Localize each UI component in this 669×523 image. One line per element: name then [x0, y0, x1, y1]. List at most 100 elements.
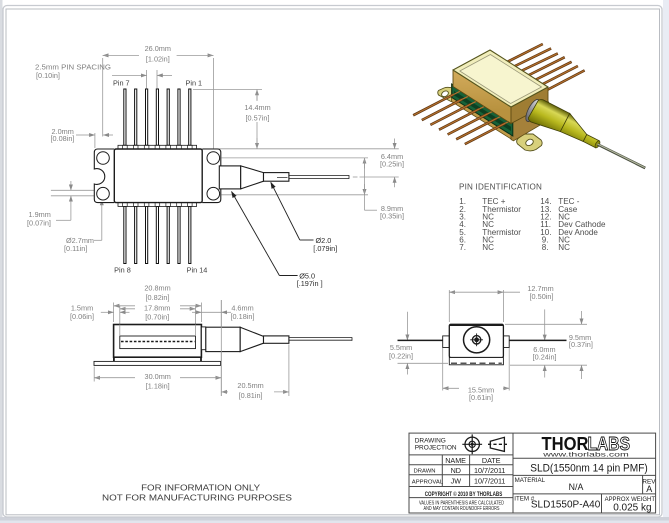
svg-text:6.: 6.	[459, 235, 466, 244]
svg-text:30.0mm: 30.0mm	[145, 372, 171, 381]
svg-text:MATERIAL: MATERIAL	[515, 477, 546, 484]
svg-text:N/A: N/A	[569, 482, 584, 492]
svg-text:DRAWING: DRAWING	[415, 437, 446, 444]
svg-text:Ø2.7mm: Ø2.7mm	[66, 236, 94, 245]
svg-text:10/7/2011: 10/7/2011	[474, 477, 505, 486]
svg-text:2.5mm PIN SPACING: 2.5mm PIN SPACING	[35, 63, 111, 72]
svg-text:FOR INFORMATION ONLY: FOR INFORMATION ONLY	[141, 482, 260, 492]
svg-text:[0.50in]: [0.50in]	[530, 292, 554, 301]
svg-text:4.6mm: 4.6mm	[231, 304, 253, 313]
svg-text:Pin 7: Pin 7	[113, 79, 130, 88]
svg-text:THOR: THOR	[542, 433, 589, 454]
svg-text:Pin 14: Pin 14	[187, 265, 208, 274]
svg-text:0.025 kg: 0.025 kg	[613, 503, 651, 514]
svg-text:15.5mm: 15.5mm	[468, 385, 494, 394]
svg-text:26.0mm: 26.0mm	[145, 44, 171, 53]
svg-text:DATE: DATE	[482, 456, 501, 465]
svg-text:NOT FOR MANUFACTURING PURPOSES: NOT FOR MANUFACTURING PURPOSES	[102, 492, 292, 502]
svg-text:NC: NC	[558, 235, 570, 244]
svg-text:A: A	[646, 484, 652, 494]
svg-text:13.: 13.	[540, 205, 551, 214]
svg-text:AND MAY CONTAIN ROUNDOFF ERROR: AND MAY CONTAIN ROUNDOFF ERRORS	[424, 506, 500, 512]
svg-text:[0.22in]: [0.22in]	[389, 351, 413, 360]
svg-text:[.079in]: [.079in]	[313, 244, 337, 253]
svg-text:SLD(1550nm 14 pin PMF): SLD(1550nm 14 pin PMF)	[530, 463, 648, 475]
svg-text:JW: JW	[451, 477, 462, 486]
svg-text:2.: 2.	[459, 205, 466, 214]
svg-text:NAME: NAME	[445, 456, 466, 465]
svg-text:1.5mm: 1.5mm	[71, 304, 93, 313]
svg-text:[.197in ]: [.197in ]	[297, 279, 323, 288]
svg-text:8.: 8.	[542, 243, 549, 252]
svg-text:5.5mm: 5.5mm	[390, 343, 412, 352]
svg-text:[0.37in]: [0.37in]	[569, 340, 593, 349]
svg-text:Pin 1: Pin 1	[185, 79, 202, 88]
svg-text:[0.08in]: [0.08in]	[51, 134, 75, 143]
svg-text:[0.24in]: [0.24in]	[533, 352, 557, 361]
svg-text:TEC -: TEC -	[558, 197, 579, 206]
svg-text:[0.11in]: [0.11in]	[64, 244, 87, 253]
svg-text:PIN IDENTIFICATION: PIN IDENTIFICATION	[459, 183, 542, 192]
svg-text:SLD1550P-A40: SLD1550P-A40	[531, 500, 601, 511]
svg-text:DRAWN: DRAWN	[414, 469, 436, 475]
svg-text:4.: 4.	[459, 220, 466, 229]
svg-text:11.: 11.	[540, 220, 551, 229]
svg-text:[0.82in]: [0.82in]	[146, 293, 170, 302]
svg-text:APPROVAL: APPROVAL	[412, 479, 444, 485]
svg-text:14.: 14.	[540, 197, 551, 206]
svg-text:Ø2.0: Ø2.0	[316, 236, 332, 245]
svg-text:TEC +: TEC +	[482, 197, 505, 206]
svg-text:2.0mm: 2.0mm	[52, 127, 74, 136]
svg-text:14.4mm: 14.4mm	[244, 103, 270, 112]
svg-text:LABS: LABS	[588, 433, 631, 454]
svg-text:Ø5.0: Ø5.0	[299, 271, 315, 280]
svg-text:[0.18in]: [0.18in]	[231, 312, 255, 321]
svg-text:[1.02in]: [1.02in]	[146, 54, 170, 63]
svg-text:12.7mm: 12.7mm	[527, 284, 553, 293]
svg-text:NC: NC	[482, 243, 494, 252]
svg-text:20.5mm: 20.5mm	[237, 381, 263, 390]
svg-text:Case: Case	[558, 205, 577, 214]
svg-text:COPYRIGHT © 2010 BY THORLABS: COPYRIGHT © 2010 BY THORLABS	[425, 491, 503, 498]
svg-text:ITEM #: ITEM #	[514, 496, 534, 503]
svg-text:REV: REV	[642, 478, 656, 485]
svg-text:Thermistor: Thermistor	[482, 228, 521, 237]
svg-text:1.9mm: 1.9mm	[29, 210, 51, 219]
svg-text:[0.57in]: [0.57in]	[246, 113, 270, 122]
svg-text:APPROX WEIGHT: APPROX WEIGHT	[605, 496, 656, 503]
svg-text:7.: 7.	[459, 243, 466, 252]
svg-text:Dev Anode: Dev Anode	[558, 228, 598, 237]
svg-text:[0.81in]: [0.81in]	[239, 391, 263, 400]
svg-text:12.: 12.	[540, 213, 551, 222]
svg-text:NC: NC	[558, 243, 570, 252]
svg-text:NC: NC	[482, 220, 494, 229]
svg-text:[0.35in]: [0.35in]	[380, 212, 404, 221]
svg-text:[0.10in]: [0.10in]	[36, 71, 60, 80]
svg-text:9.: 9.	[542, 235, 549, 244]
svg-text:[0.70in]: [0.70in]	[145, 312, 169, 321]
svg-text:3.: 3.	[459, 213, 466, 222]
svg-text:Thermistor: Thermistor	[482, 205, 521, 214]
svg-text:NC: NC	[482, 235, 494, 244]
svg-text:5.: 5.	[459, 228, 466, 237]
svg-text:[0.25in]: [0.25in]	[380, 159, 404, 168]
svg-text:20.8mm: 20.8mm	[144, 284, 170, 293]
svg-text:[1.18in]: [1.18in]	[146, 381, 170, 390]
svg-text:ND: ND	[451, 466, 461, 475]
svg-text:8.9mm: 8.9mm	[381, 204, 403, 213]
svg-text:VALUES IN PARENTHESIS ARE CALC: VALUES IN PARENTHESIS ARE CALCULATED	[419, 501, 504, 507]
svg-text:PROJECTION: PROJECTION	[415, 444, 457, 451]
svg-text:NC: NC	[558, 213, 570, 222]
svg-text:Pin 8: Pin 8	[114, 265, 131, 274]
svg-text:NC: NC	[482, 213, 494, 222]
svg-text:10/7/2011: 10/7/2011	[474, 466, 505, 475]
svg-text:17.8mm: 17.8mm	[144, 304, 170, 313]
svg-text:9.5mm: 9.5mm	[569, 333, 591, 342]
svg-text:[0.61in]: [0.61in]	[469, 393, 493, 402]
svg-text:6.0mm: 6.0mm	[533, 345, 555, 354]
svg-text:Dev Cathode: Dev Cathode	[558, 220, 606, 229]
svg-text:[0.06in]: [0.06in]	[70, 312, 94, 321]
svg-text:[0.07in]: [0.07in]	[27, 219, 51, 228]
svg-text:10.: 10.	[540, 228, 551, 237]
svg-text:6.4mm: 6.4mm	[381, 152, 403, 161]
